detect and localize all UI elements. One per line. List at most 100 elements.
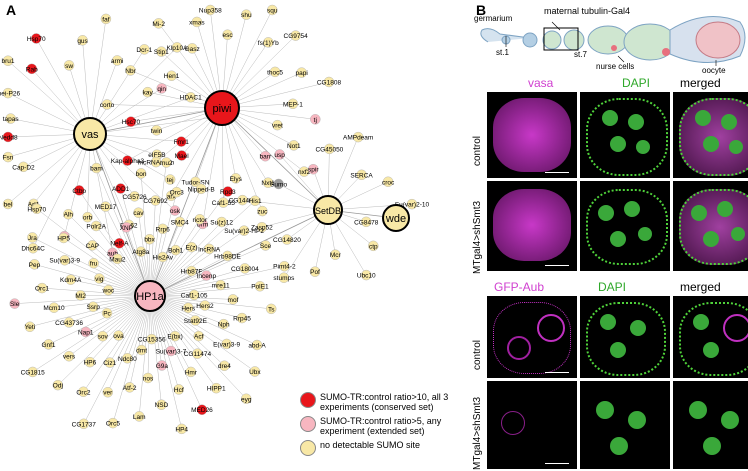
node-label: CG8478 bbox=[354, 219, 379, 226]
node-label: Su(z)12 bbox=[210, 220, 233, 227]
node-label: NSD bbox=[155, 402, 169, 409]
micro-bottom-shsmt3-merged bbox=[673, 381, 748, 469]
node-nelf-a bbox=[114, 238, 125, 249]
node-label: croc bbox=[382, 179, 395, 186]
label-st7: st.7 bbox=[574, 50, 587, 59]
node-kdm4a bbox=[65, 274, 76, 285]
node-hrb98de bbox=[222, 250, 233, 262]
node-label: Lam bbox=[133, 414, 146, 421]
node-label: esc bbox=[222, 32, 233, 39]
node-dcr-1 bbox=[139, 44, 150, 55]
node-corto bbox=[101, 99, 113, 110]
node-xmas bbox=[191, 16, 203, 28]
node-label: sw bbox=[65, 63, 73, 70]
node-label: Hrb87F bbox=[181, 269, 203, 276]
node-label: Nipped-B bbox=[188, 186, 215, 193]
node-barr bbox=[260, 151, 271, 162]
node-kay bbox=[142, 86, 153, 98]
node-label: Sle bbox=[10, 301, 20, 308]
node-zasp52 bbox=[256, 221, 268, 233]
network-edge bbox=[105, 206, 151, 297]
micro-bottom-shsmt3-gfp-aub bbox=[487, 381, 577, 469]
node-label: SMC4 bbox=[171, 219, 189, 226]
node-ubc10 bbox=[361, 269, 372, 281]
node-label: arx bbox=[167, 193, 177, 200]
node-his2av bbox=[157, 251, 168, 263]
node-label: ctp bbox=[369, 243, 378, 250]
node-mael bbox=[176, 150, 187, 161]
node-orb bbox=[82, 211, 93, 223]
node-label: Pimt4-2 bbox=[273, 264, 296, 271]
label-germarium: germarium bbox=[474, 14, 513, 23]
legend-extended-text: SUMO-TR:control ratio>5, any experiment … bbox=[320, 416, 442, 436]
network-edge bbox=[221, 9, 273, 109]
network-edge bbox=[149, 295, 272, 310]
node-nipped-b bbox=[195, 183, 207, 195]
node-label: tj bbox=[314, 117, 317, 124]
node-serca bbox=[356, 169, 367, 181]
hub-edge bbox=[89, 107, 223, 135]
node-incenp bbox=[201, 270, 212, 281]
node-rrp45 bbox=[236, 312, 248, 324]
node-label: Nbr bbox=[125, 68, 136, 75]
node-su-var-2-hp2 bbox=[238, 225, 250, 236]
node-label: Yeti bbox=[25, 324, 36, 331]
network-edge bbox=[149, 295, 162, 405]
network-nodes: eIF5BtejoskCG5726Rm62auborbotuDhc64CArl1… bbox=[0, 4, 429, 435]
node-label: Polr2A bbox=[86, 223, 106, 230]
node-label: corto bbox=[100, 102, 115, 109]
network-edge bbox=[42, 287, 151, 297]
node-label: ver bbox=[103, 390, 113, 397]
node-smc4 bbox=[174, 216, 185, 228]
node-label: lncRNA bbox=[198, 246, 221, 253]
node-lncrna bbox=[204, 243, 215, 255]
node-elys bbox=[230, 173, 241, 184]
node-boh1 bbox=[170, 244, 181, 256]
node-pimt4-2 bbox=[279, 261, 290, 272]
top-row-control: control bbox=[472, 135, 483, 166]
legend-conserved-text: SUMO-TR:control ratio>10, all 3 experime… bbox=[320, 392, 449, 412]
hub-edge bbox=[221, 107, 329, 211]
node-croc bbox=[382, 176, 394, 187]
micro-top-control-dapi bbox=[580, 92, 670, 178]
node-label: XNP bbox=[120, 225, 133, 232]
node-tudor-sn bbox=[190, 176, 201, 188]
network-edge bbox=[149, 295, 247, 399]
node-nbr bbox=[125, 65, 136, 76]
node-rictor bbox=[194, 214, 205, 225]
legend-none: no detectable SUMO site bbox=[300, 440, 460, 456]
node-label: eyg bbox=[241, 396, 252, 403]
panel-b-letter: B bbox=[476, 2, 487, 18]
node-label: twin bbox=[151, 128, 163, 135]
node-label: woc bbox=[102, 288, 115, 295]
node-sov bbox=[97, 330, 108, 342]
node-label: Boh1 bbox=[168, 248, 184, 255]
node-label: Gasz bbox=[185, 46, 200, 53]
node-label: dre4 bbox=[218, 363, 231, 370]
hub-label: SetDB bbox=[315, 206, 341, 216]
node-label: Pof bbox=[310, 269, 320, 276]
node-add1 bbox=[115, 183, 126, 194]
micro-bottom-control-dapi bbox=[580, 296, 670, 378]
node-bon bbox=[135, 168, 147, 179]
node-caf1-105 bbox=[188, 289, 200, 301]
network-edge bbox=[48, 295, 151, 345]
node-tj bbox=[310, 114, 321, 125]
network-edge bbox=[140, 173, 151, 297]
network-edge bbox=[127, 107, 223, 161]
node-label: Not1 bbox=[287, 143, 301, 150]
network-edge bbox=[32, 295, 151, 373]
network-edge bbox=[63, 237, 151, 297]
node-alh bbox=[63, 209, 74, 220]
node-label: E(z) bbox=[186, 245, 198, 252]
node-label: CG1737 bbox=[72, 421, 97, 428]
node-stat92e bbox=[190, 315, 201, 326]
node-mi-2 bbox=[153, 18, 164, 29]
node-label: Dcr-1 bbox=[136, 47, 152, 54]
node-label: Hcf bbox=[174, 387, 184, 394]
micro-bottom-control-gfp-aub bbox=[487, 296, 577, 378]
node-label: Odj bbox=[53, 383, 63, 390]
node-label: Kdm4A bbox=[60, 277, 82, 284]
node-nph bbox=[218, 318, 229, 330]
node-cav bbox=[133, 207, 144, 218]
